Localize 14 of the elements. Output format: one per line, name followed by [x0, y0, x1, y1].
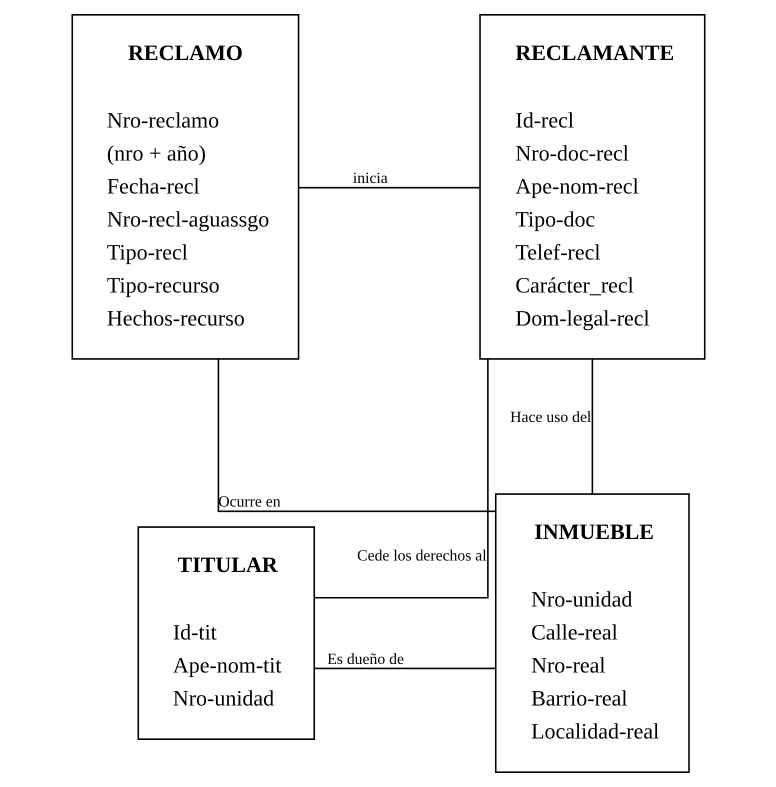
- node-box: TITULAR Id-tit Ape-nom-tit Nro-unidad: [137, 526, 315, 740]
- connector: [314, 359, 488, 599]
- edge-label: inicia: [352, 170, 388, 187]
- edge-label: Cede los derechos al: [356, 547, 486, 564]
- edge-label: Ocurre en: [218, 494, 280, 511]
- node-box: INMUEBLE Nro-unidad Calle-real Nro-real Barrio-real Localidad-real: [494, 493, 690, 773]
- edge-label: Es dueño de: [326, 650, 404, 668]
- edge-label: Hace uso del: [510, 408, 591, 426]
- node-box: RECLAMO Nro-reclamo (nro + año) Fecha-recl Nro-recl-aguassgo Tipo-recl Tipo-recurso Hechos-recurso: [71, 14, 299, 360]
- connector: [298, 186, 480, 188]
- connector: [591, 359, 593, 494]
- connector: [314, 668, 495, 670]
- node-box: RECLAMANTE Id-recl Nro-doc-recl Ape-nom-recl Tipo-doc Telef-recl Carácter_recl Dom-legal-recl: [478, 14, 705, 360]
- connector: [217, 359, 496, 512]
